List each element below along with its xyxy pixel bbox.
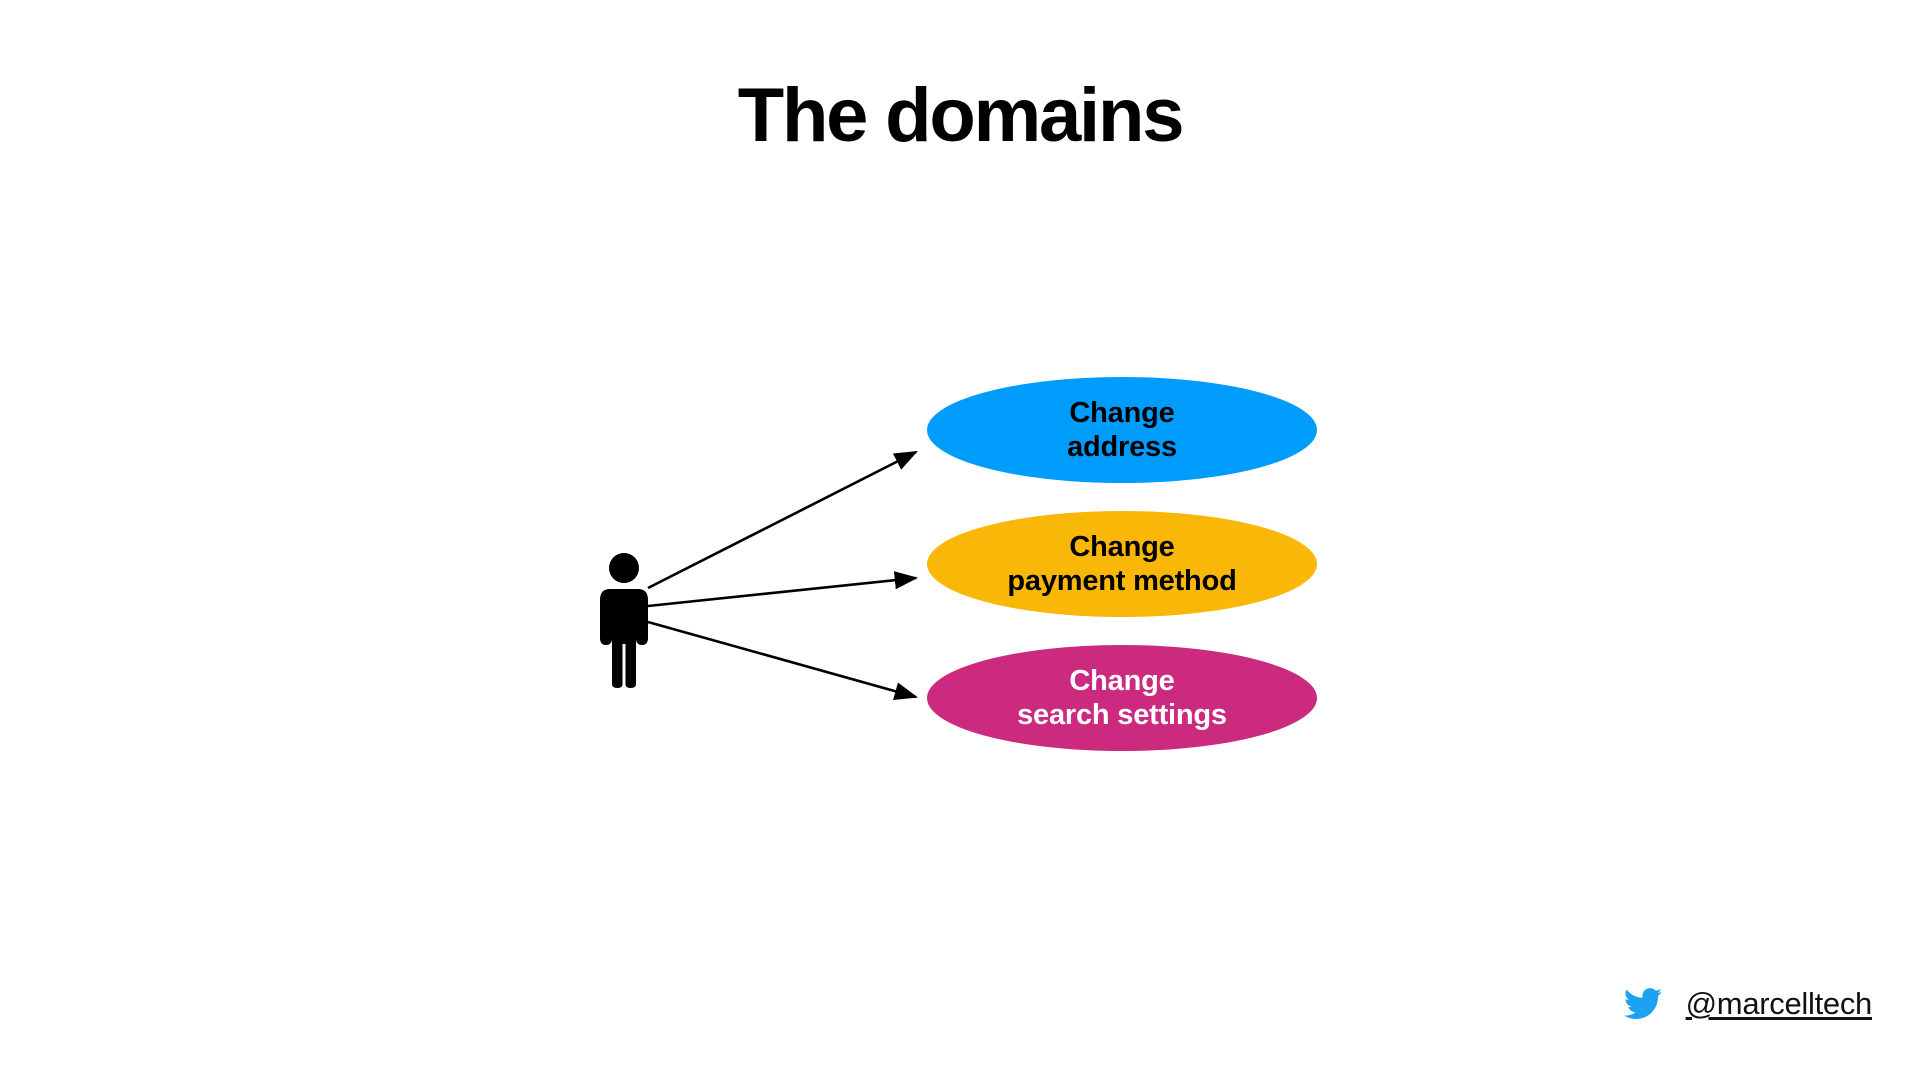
arrow-to-change-search-settings [647, 620, 919, 701]
use-case-change-address[interactable]: Change address [927, 377, 1317, 483]
user-actor [600, 553, 648, 688]
page-title: The domains [737, 73, 1185, 158]
actor-body-icon [600, 589, 648, 688]
actor-head-icon [609, 553, 639, 583]
use-case-change-search-settings[interactable]: Change search settings [927, 645, 1317, 751]
twitter-bird-icon [1623, 988, 1662, 1019]
arrow-to-change-address [647, 450, 918, 590]
arrow-to-change-payment-method [647, 571, 919, 608]
footer-social-handle[interactable]: @marcelltech [1623, 986, 1873, 1022]
use-case-change-payment-method[interactable]: Change payment method [927, 511, 1317, 617]
twitter-handle-label[interactable]: @marcelltech [1685, 986, 1873, 1021]
